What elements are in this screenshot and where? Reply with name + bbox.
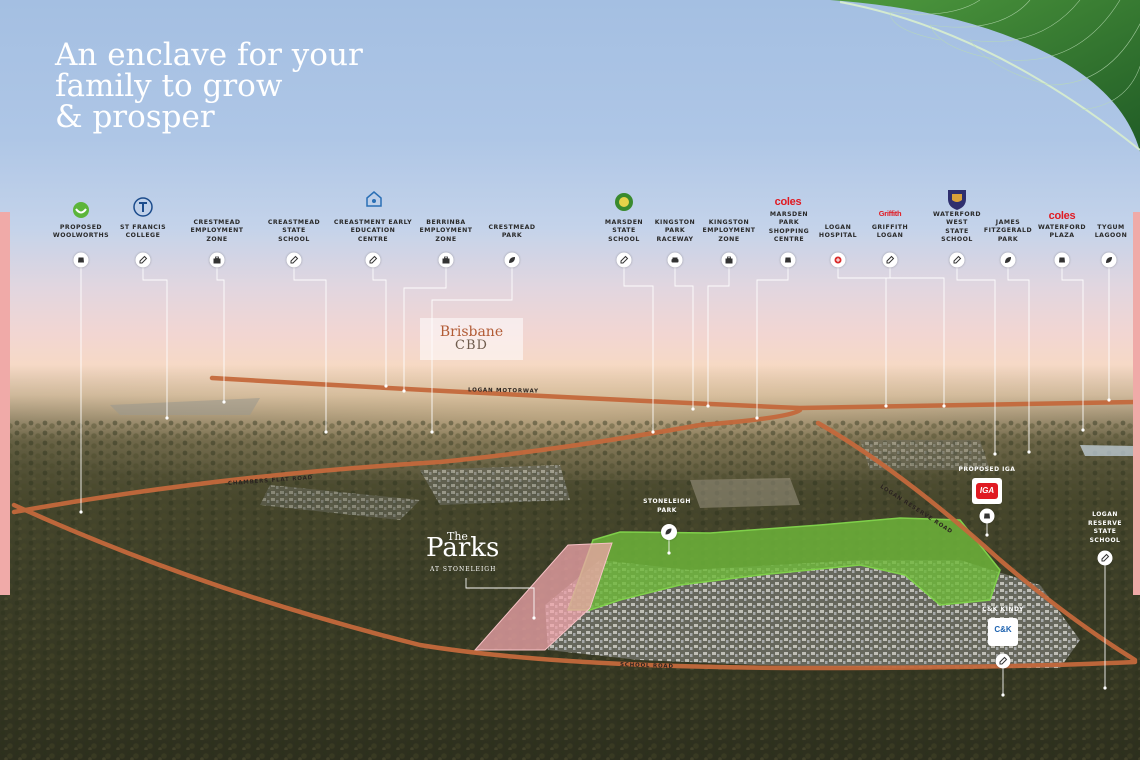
pencil-icon — [999, 656, 1008, 665]
pin-marsden-state-school[interactable] — [616, 252, 632, 268]
pencil-icon — [369, 255, 378, 264]
pin-kingston-park-raceway[interactable] — [667, 252, 683, 268]
pin-waterford-plaza[interactable] — [1054, 252, 1070, 268]
pin-creastmead-state-school[interactable] — [286, 252, 302, 268]
leaf-icon — [1005, 257, 1011, 263]
pin-ck-kindy[interactable] — [995, 653, 1011, 669]
logan-reserve-road — [815, 420, 1138, 663]
logan-motorway-road — [209, 375, 1138, 411]
briefcase-icon — [213, 256, 221, 264]
pin-marsden-park-shopping-centre[interactable] — [780, 252, 796, 268]
the-parks-name: Parks — [426, 533, 500, 563]
pencil-icon — [139, 255, 148, 264]
shop-icon — [984, 513, 990, 519]
pin-proposed-iga[interactable] — [979, 508, 995, 524]
brisbane-cbd-marker[interactable]: Brisbane CBD — [420, 318, 523, 360]
medical-cross-icon — [834, 256, 842, 264]
pencil-icon — [886, 255, 895, 264]
pin-proposed-woolworths[interactable] — [73, 252, 89, 268]
car-icon — [671, 257, 679, 263]
coles-logo-marsden: coles — [774, 196, 802, 208]
briefcase-icon — [725, 256, 733, 264]
school-road — [11, 502, 1138, 671]
shop-icon — [78, 257, 84, 263]
right-accent-bar — [1133, 212, 1140, 595]
headline: An enclave for your family to grow & pro… — [55, 40, 363, 133]
briefcase-icon — [442, 256, 450, 264]
griffith-logo: Griffith — [878, 209, 902, 218]
pencil-icon — [290, 255, 299, 264]
palm-leaf-decoration — [830, 0, 1140, 152]
pin-st-francis-college[interactable] — [135, 252, 151, 268]
ck-kindy-label: C&K KINDY — [982, 606, 1024, 613]
pin-james-fitzgerald-park[interactable] — [1000, 252, 1016, 268]
headline-line-2: family to grow — [55, 68, 283, 104]
leaf-icon — [509, 257, 515, 263]
st-francis-crest — [133, 197, 153, 217]
pin-waterford-west-state-school[interactable] — [949, 252, 965, 268]
pencil-icon — [620, 255, 629, 264]
shop-icon — [785, 257, 791, 263]
shop-icon — [1059, 257, 1065, 263]
marsden-crest — [615, 193, 633, 211]
woolworths-logo — [73, 202, 89, 218]
early-education-logo — [366, 191, 382, 207]
the-parks-the: The — [447, 530, 468, 543]
pin-griffith-logan[interactable] — [882, 252, 898, 268]
ck-logo: C&K — [988, 618, 1018, 646]
stoneleigh-development-area[interactable] — [566, 517, 1001, 611]
the-parks-subtitle: AT STONELEIGH — [430, 566, 497, 573]
left-accent-bar — [0, 212, 10, 595]
pin-tygum-lagoon[interactable] — [1101, 252, 1117, 268]
pin-crestmead-park[interactable] — [504, 252, 520, 268]
pin-stoneleigh-park[interactable] — [661, 524, 677, 540]
proposed-iga-label: PROPOSED IGA — [958, 466, 1016, 473]
the-parks-lot-area[interactable] — [473, 542, 613, 651]
pin-logan-reserve-state-school[interactable] — [1097, 550, 1113, 566]
brisbane-cbd-line-2: CBD — [455, 338, 488, 353]
pin-berrinba-employment-zone[interactable] — [438, 252, 454, 268]
pencil-icon — [1101, 553, 1110, 562]
iga-logo: IGA — [972, 478, 1002, 504]
pin-kingston-employment-zone[interactable] — [721, 252, 737, 268]
pin-crestmead-employment-zone[interactable] — [209, 252, 225, 268]
chambers-flat-road — [11, 407, 803, 515]
brisbane-cbd-line-1: Brisbane — [439, 324, 504, 340]
pin-early-education-centre[interactable] — [365, 252, 381, 268]
pin-logan-hospital[interactable] — [830, 252, 846, 268]
headline-line-3: & prosper — [55, 99, 215, 135]
waterford-crest — [948, 190, 966, 210]
coles-logo-waterford: coles — [1048, 210, 1076, 222]
leaf-icon — [1106, 257, 1112, 263]
pencil-icon — [953, 255, 962, 264]
headline-line-1: An enclave for your — [55, 37, 363, 73]
leaf-icon — [665, 528, 672, 535]
